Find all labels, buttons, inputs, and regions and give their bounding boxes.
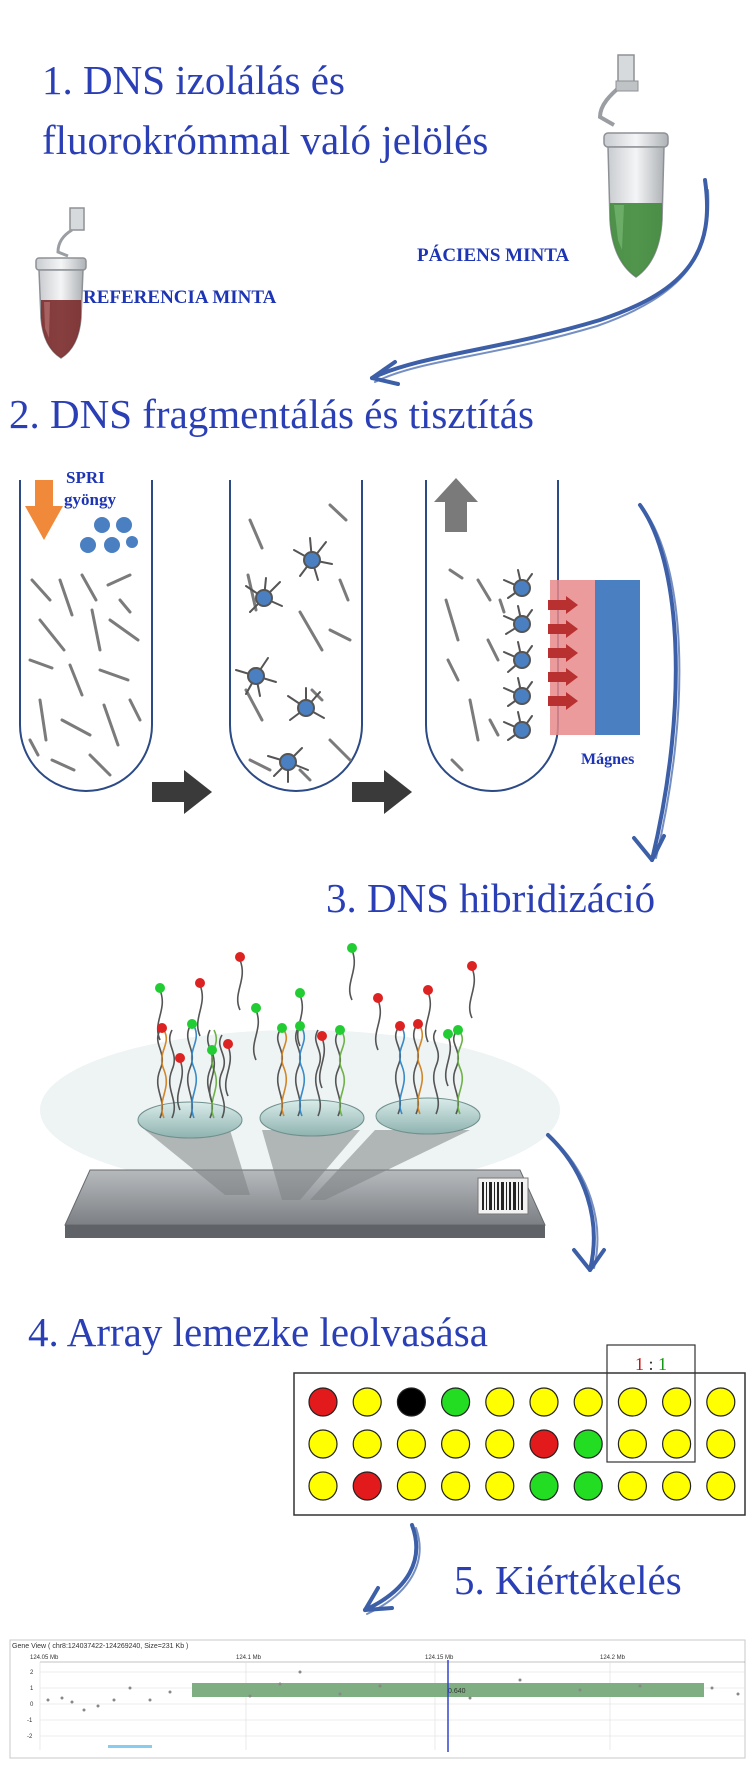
flow-arrow-3-4 (546, 1133, 606, 1272)
fragment-tube-2 (229, 480, 363, 792)
probe-disc-3 (375, 1097, 481, 1135)
patient-sample-label: PÁCIENS MINTA (417, 245, 570, 266)
array-spot-red (308, 1387, 338, 1417)
step-4-title: 4. Array lemezke leolvasása (28, 1309, 488, 1355)
array-plate: 1 : 1 (293, 1344, 746, 1516)
array-spot-red (352, 1471, 382, 1501)
fragment-tube-1 (19, 480, 153, 792)
barcode (477, 1177, 529, 1215)
step-3-title: 3. DNS hibridizáció (326, 875, 656, 921)
array-spot-yellow (706, 1471, 736, 1501)
reference-sample-label: REFERENCIA MINTA (83, 287, 277, 308)
step-1-title-line-2: fluorokrómmal való jelölés (42, 117, 489, 163)
array-spot-red (529, 1429, 559, 1459)
process-arrow-1 (152, 770, 212, 814)
svg-text:2: 2 (30, 1670, 34, 1676)
ratio-highlight-box (606, 1344, 696, 1463)
array-spot-yellow (706, 1387, 736, 1417)
array-spot-yellow (661, 1429, 692, 1459)
graph-header: Gene View ( chr8:124037422-124269240, Si… (12, 1643, 188, 1650)
reference-tube (35, 207, 87, 359)
supernatant-arrow (434, 478, 478, 532)
graph-y-ticks: 2 1 0 -1 -2 (27, 1670, 34, 1740)
magnet (548, 580, 640, 735)
array-spot-yellow (617, 1387, 648, 1417)
array-spot-yellow (441, 1471, 471, 1501)
array-spot-yellow (308, 1429, 338, 1459)
array-spot-green (529, 1471, 559, 1501)
graph-x-ticks: 124.05 Mb 124.1 Mb 124.15 Mb 124.2 Mb (30, 1655, 626, 1661)
svg-text:124.05 Mb: 124.05 Mb (30, 1655, 59, 1661)
array-spot-yellow (308, 1471, 338, 1501)
fluor-labels (155, 943, 477, 1063)
patient-tube (597, 54, 669, 278)
flow-arrow-2-3 (632, 503, 681, 862)
step-2-title: 2. DNS fragmentálás és tisztítás (9, 391, 534, 437)
array-spot-yellow (352, 1429, 382, 1459)
fragment-tube-3 (425, 478, 640, 792)
ratio-label: 1 : 1 (635, 1354, 667, 1374)
probe-disc-2 (259, 1099, 365, 1137)
magnet-label: Mágnes (581, 751, 635, 768)
array-spot-yellow (396, 1429, 426, 1459)
array-spot-yellow (661, 1387, 692, 1417)
svg-text:-1: -1 (27, 1718, 33, 1724)
svg-text:1: 1 (30, 1686, 34, 1692)
spri-label-line-1: SPRI (66, 468, 105, 487)
flow-arrow-4-5 (363, 1523, 421, 1615)
array-spot-yellow (617, 1429, 648, 1459)
aberration-value: 0.640 (448, 1688, 466, 1695)
captured-beads (503, 569, 533, 741)
array-spot-yellow (529, 1387, 559, 1417)
dna-fragments (28, 573, 142, 777)
array-spot-green (441, 1387, 471, 1417)
svg-text:0: 0 (30, 1702, 34, 1708)
array-spot-yellow (441, 1429, 471, 1459)
array-spot-yellow (661, 1471, 692, 1501)
array-spot-yellow (352, 1387, 382, 1417)
array-spot-yellow (573, 1387, 603, 1417)
array-spot-green (573, 1429, 603, 1459)
spri-beads (80, 517, 138, 553)
step-5-title: 5. Kiértékelés (454, 1557, 682, 1603)
gene-view-graph: Gene View ( chr8:124037422-124269240, Si… (9, 1639, 746, 1759)
spri-arrow (25, 480, 63, 540)
hybridization-illustration (40, 943, 560, 1238)
free-strands (156, 949, 476, 1111)
svg-text:124.1 Mb: 124.1 Mb (236, 1655, 262, 1661)
process-arrow-2 (352, 770, 412, 814)
array-spot-green (573, 1471, 603, 1501)
flow-arrow-1-2 (370, 178, 710, 386)
spri-label-line-2: gyöngy (64, 490, 116, 509)
svg-text:124.15 Mb: 124.15 Mb (425, 1655, 454, 1661)
svg-text:-2: -2 (27, 1734, 33, 1740)
probe-disc-1 (137, 1101, 243, 1139)
svg-text:124.2 Mb: 124.2 Mb (600, 1655, 626, 1661)
array-spot-yellow (485, 1471, 515, 1501)
array-spot-yellow (706, 1429, 736, 1459)
array-spot-yellow (617, 1471, 648, 1501)
array-spot-yellow (485, 1387, 515, 1417)
array-spot-yellow (396, 1471, 426, 1501)
array-spot-black (396, 1387, 426, 1417)
array-spot-yellow (485, 1429, 515, 1459)
bead-complexes (235, 537, 333, 783)
step-1-title-line-1: 1. DNS izolálás és (42, 57, 345, 103)
